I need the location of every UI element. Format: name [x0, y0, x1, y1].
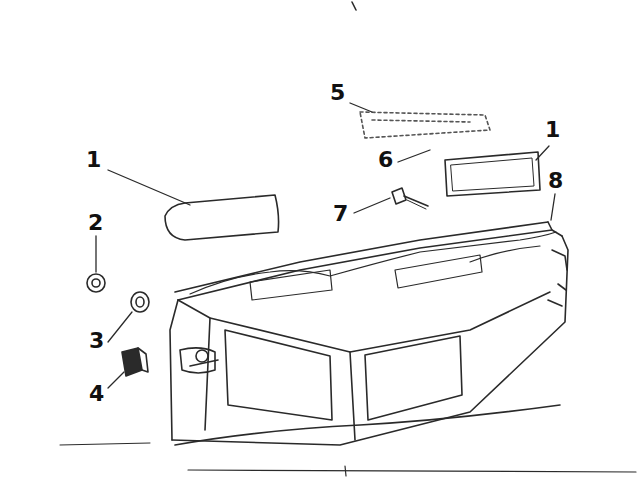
callout-number: 1 [85, 149, 102, 171]
callout-number: 7 [332, 203, 349, 225]
callout-number: 1 [544, 119, 561, 141]
callout-number: 3 [88, 330, 105, 352]
callout-number: 8 [547, 170, 564, 192]
callout-number: 5 [329, 82, 346, 104]
callout-number: 4 [88, 383, 105, 405]
callout-number: 2 [87, 212, 104, 234]
callout-number: 6 [377, 149, 394, 171]
